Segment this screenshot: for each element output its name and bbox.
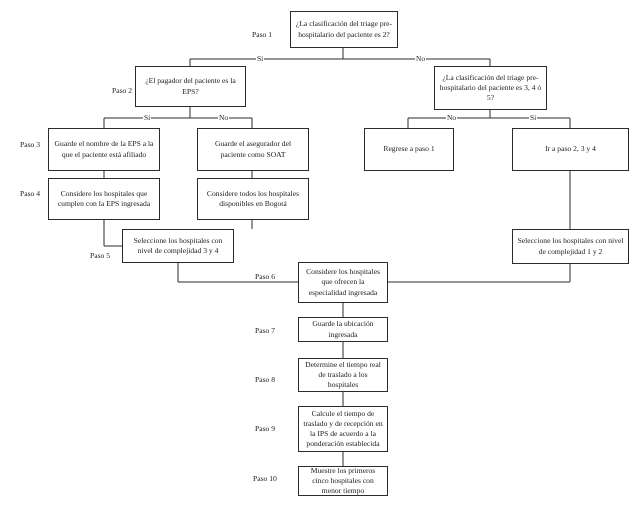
hospitals-bogota-text: Considere todos los hospitales disponibl…: [206, 188, 300, 208]
save-insurer-text: Guarde el asegurador del paciente como S…: [214, 139, 292, 159]
branch-yes-payer: Si: [143, 113, 152, 122]
step-label-1: Paso 1: [252, 30, 273, 39]
select-level34-text: Seleccione los hospitales con nivel de c…: [133, 235, 223, 255]
return-step1-text: Regrese a paso 1: [383, 144, 435, 154]
decision-triage-2-text: ¿La clasificación del triage pre-hospita…: [295, 19, 393, 39]
hospitals-bogota-box: Considere todos los hospitales disponibl…: [197, 178, 309, 220]
branch-yes-triage345: Si: [529, 113, 538, 122]
select-level12-box: Seleccione los hospitales con nivel de c…: [512, 229, 629, 264]
step-label-10: Paso 10: [253, 474, 277, 483]
hospitals-eps-box: Considere los hospitales que cumplen con…: [48, 178, 160, 220]
step-label-3: Paso 3: [20, 140, 41, 149]
hospitals-eps-text: Considere los hospitales que cumplen con…: [57, 188, 151, 208]
branch-no-payer: No: [218, 113, 230, 122]
real-time-box: Determine el tiempo real de traslado a l…: [298, 358, 388, 392]
real-time-text: Determine el tiempo real de traslado a l…: [305, 359, 381, 390]
goto-steps-box: Ir a paso 2, 3 y 4: [512, 128, 629, 171]
branch-no-triage2: No: [415, 54, 427, 63]
branch-yes-triage2: Si: [256, 54, 265, 63]
save-eps-text: Guarde el nombre de la EPS a la que el p…: [54, 139, 154, 159]
show-top5-text: Muestre los primeros cinco hospitales co…: [310, 465, 376, 496]
save-insurer-box: Guarde el asegurador del paciente como S…: [197, 128, 309, 171]
select-level12-text: Seleccione los hospitales con nivel de c…: [517, 236, 624, 256]
branch-no-triage345: No: [446, 113, 458, 122]
select-level34-box: Seleccione los hospitales con nivel de c…: [122, 229, 234, 263]
save-eps-box: Guarde el nombre de la EPS a la que el p…: [48, 128, 160, 171]
step-label-6: Paso 6: [255, 272, 276, 281]
save-location-text: Guarde la ubicación ingresada: [312, 319, 374, 339]
goto-steps-text: Ir a paso 2, 3 y 4: [545, 144, 596, 154]
specialty-text: Considere los hospitales que ofrecen la …: [306, 267, 380, 297]
decision-triage-2: ¿La clasificación del triage pre-hospita…: [290, 11, 398, 48]
step-label-8: Paso 8: [255, 375, 276, 384]
decision-triage-345: ¿La clasificación del triage pre-hospita…: [434, 66, 547, 110]
decision-payer-eps-text: ¿El pagador del paciente es la EPS?: [145, 76, 236, 96]
compute-time-box: Calcule el tiempo de traslado y de recep…: [298, 406, 388, 452]
decision-payer-eps: ¿El pagador del paciente es la EPS?: [135, 66, 246, 107]
step-label-9: Paso 9: [255, 424, 276, 433]
step-label-7: Paso 7: [255, 326, 276, 335]
specialty-box: Considere los hospitales que ofrecen la …: [298, 262, 388, 303]
decision-triage-345-text: ¿La clasificación del triage pre-hospita…: [439, 72, 542, 102]
step-label-5: Paso 5: [90, 251, 111, 260]
step-label-4: Paso 4: [20, 189, 41, 198]
step-label-2: Paso 2: [112, 86, 133, 95]
compute-time-text: Calcule el tiempo de traslado y de recep…: [303, 408, 383, 449]
return-step1-box: Regrese a paso 1: [364, 128, 454, 171]
show-top5-box: Muestre los primeros cinco hospitales co…: [298, 466, 388, 496]
save-location-box: Guarde la ubicación ingresada: [298, 317, 388, 342]
